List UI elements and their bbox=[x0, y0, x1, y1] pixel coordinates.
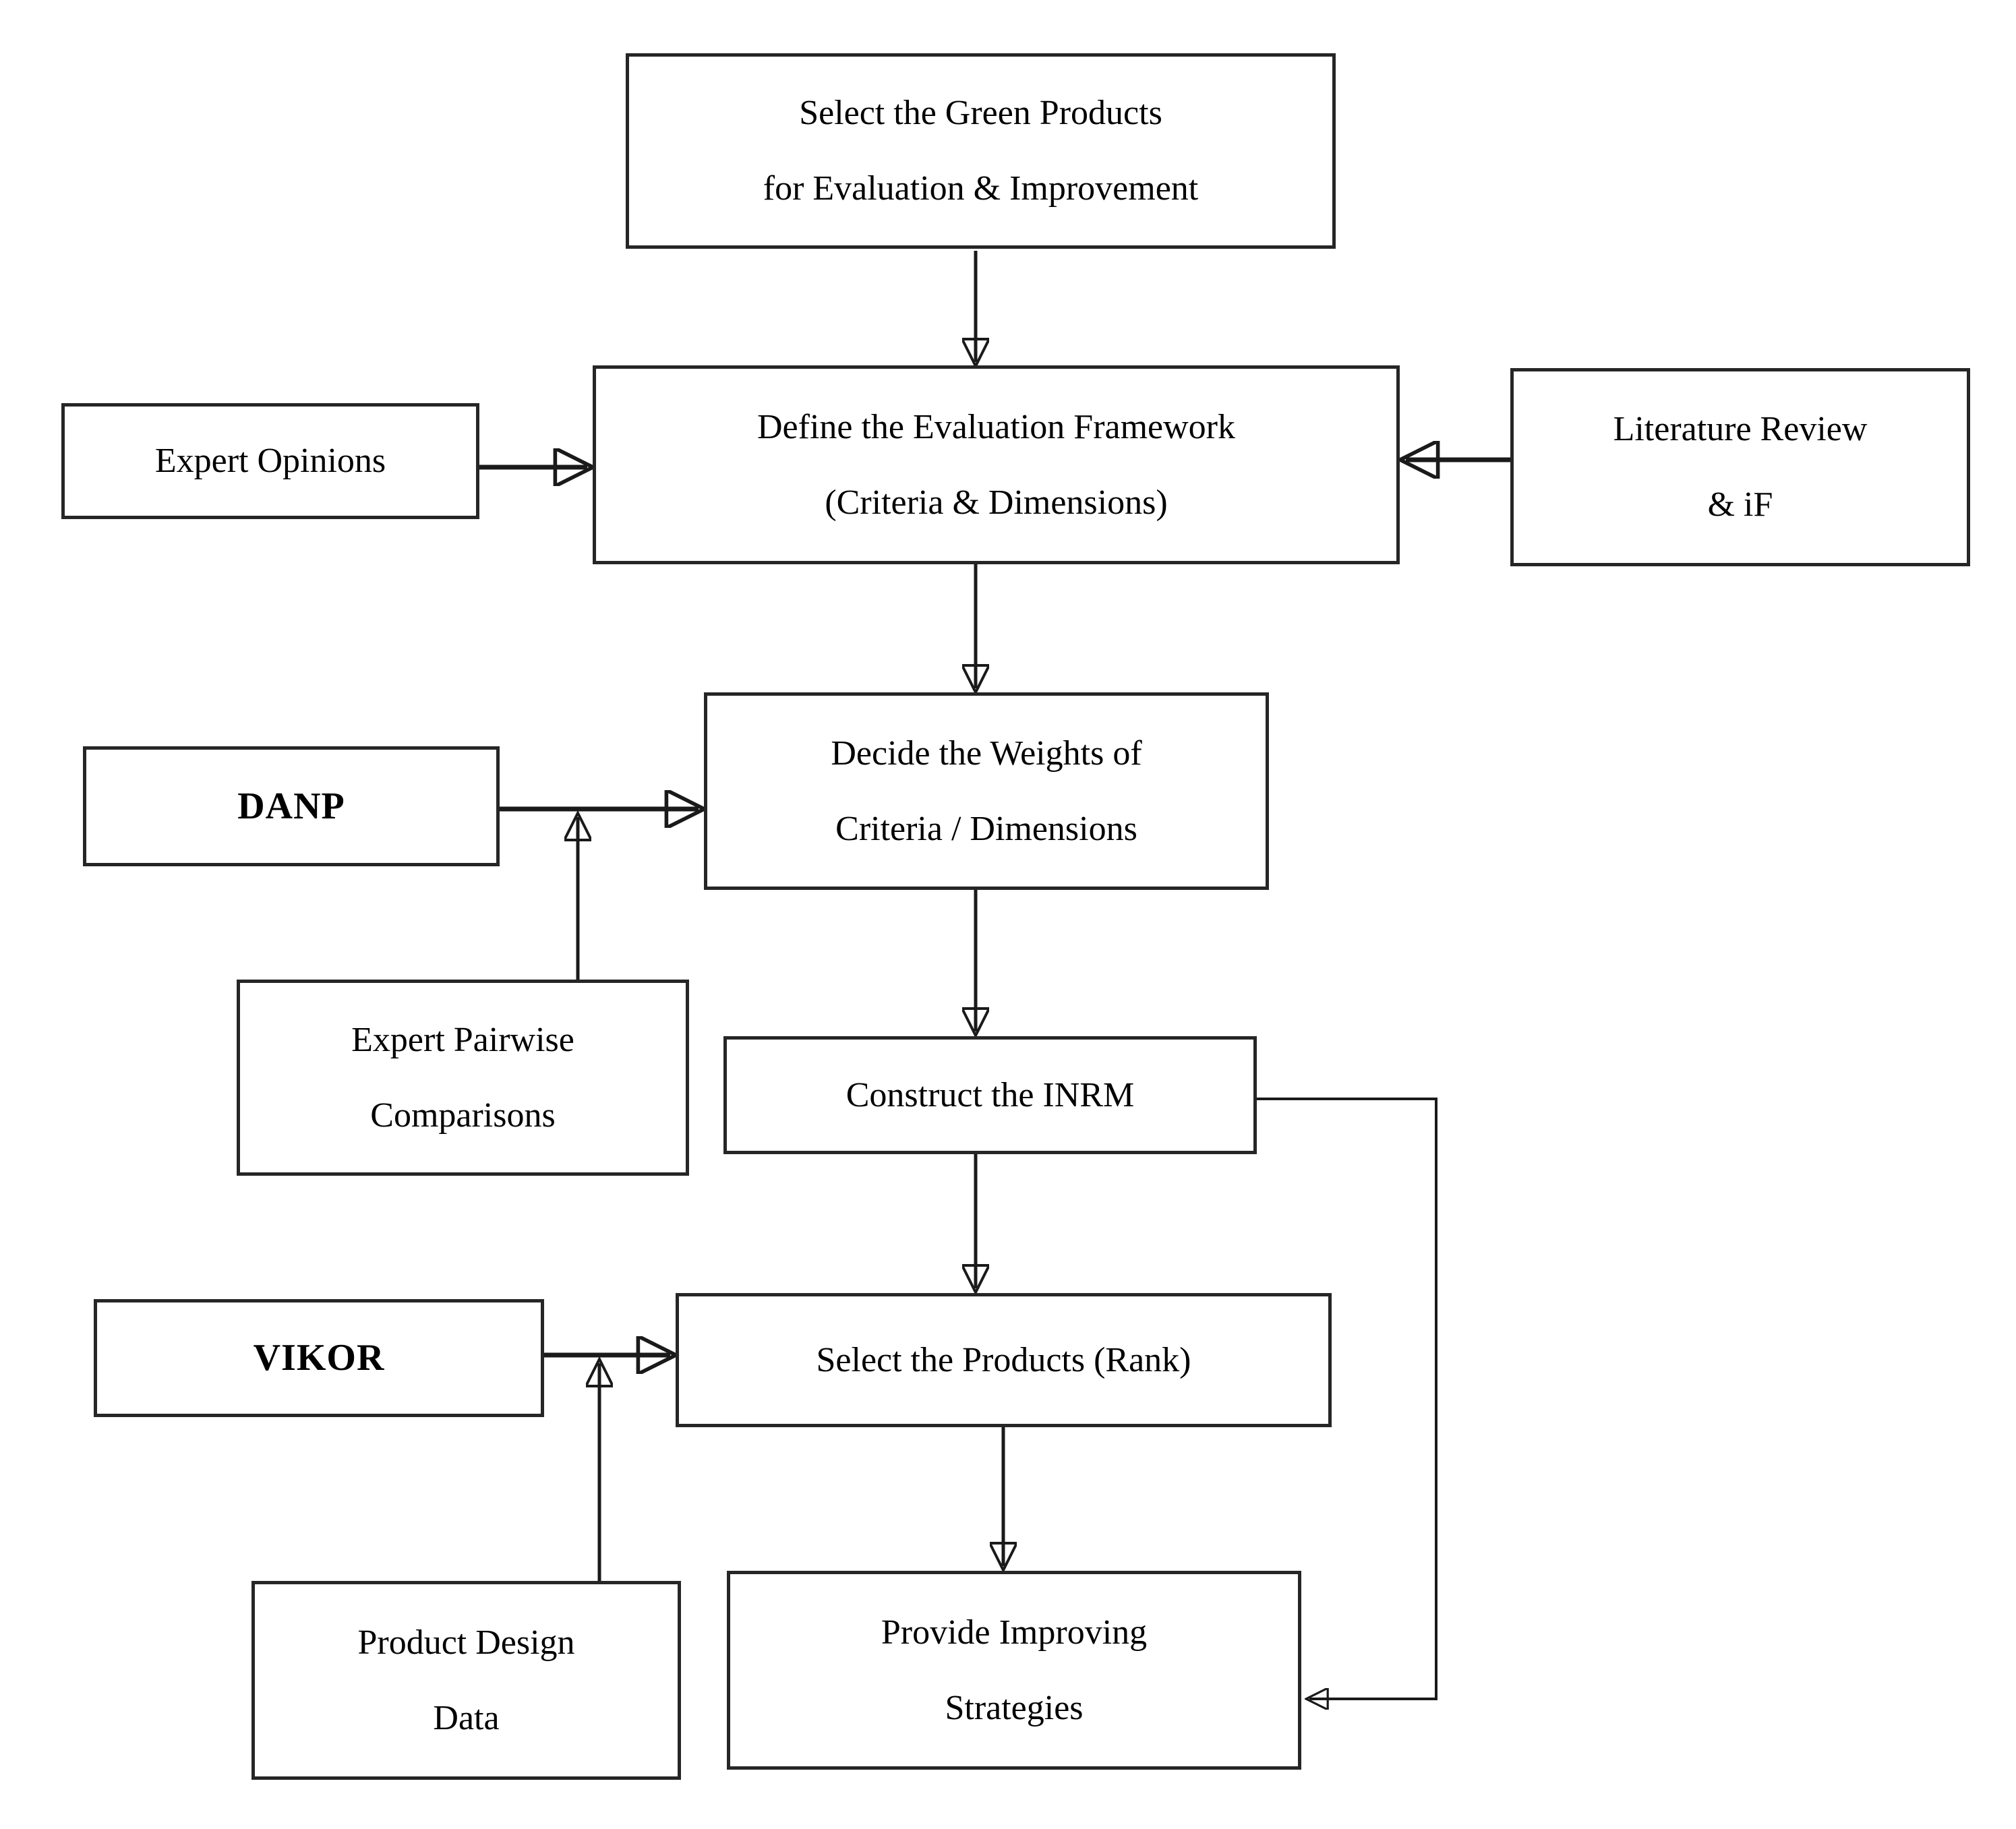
node-label: Decide the Weights of bbox=[831, 733, 1142, 773]
node-label: VIKOR bbox=[253, 1337, 385, 1379]
node-label: Select the Green Products bbox=[799, 94, 1162, 133]
node-define-evaluation-framework: Define the Evaluation Framework (Criteri… bbox=[593, 365, 1400, 564]
node-label: & iF bbox=[1707, 485, 1773, 524]
node-expert-opinions: Expert Opinions bbox=[61, 403, 479, 519]
node-label: (Criteria & Dimensions) bbox=[825, 483, 1168, 522]
node-construct-inrm: Construct the INRM bbox=[723, 1036, 1257, 1154]
arrow-construct-inrm-to-provide-strategies bbox=[1257, 1098, 1437, 1699]
node-label: Product Design bbox=[357, 1623, 575, 1662]
node-vikor: VIKOR bbox=[94, 1299, 544, 1417]
node-danp: DANP bbox=[83, 746, 500, 866]
node-label: DANP bbox=[237, 785, 345, 827]
node-select-products-rank: Select the Products (Rank) bbox=[676, 1293, 1332, 1427]
node-expert-pairwise-comparisons: Expert Pairwise Comparisons bbox=[237, 980, 689, 1176]
node-label: Select the Products (Rank) bbox=[816, 1340, 1191, 1379]
node-label: Literature Review bbox=[1613, 410, 1868, 449]
node-provide-improving-strategies: Provide Improving Strategies bbox=[727, 1571, 1301, 1770]
node-decide-weights: Decide the Weights of Criteria / Dimensi… bbox=[704, 692, 1269, 890]
node-label: Strategies bbox=[945, 1688, 1084, 1727]
node-label: Comparisons bbox=[370, 1096, 556, 1135]
node-select-green-products: Select the Green Products for Evaluation… bbox=[626, 53, 1336, 249]
node-label: Provide Improving bbox=[881, 1613, 1148, 1652]
node-label: Expert Pairwise bbox=[351, 1020, 574, 1059]
node-label: Data bbox=[433, 1698, 500, 1737]
node-label: Construct the INRM bbox=[846, 1075, 1135, 1114]
node-label: Expert Opinions bbox=[154, 442, 386, 481]
node-product-design-data: Product Design Data bbox=[251, 1581, 681, 1780]
node-label: Define the Evaluation Framework bbox=[757, 407, 1235, 446]
node-literature-review: Literature Review & iF bbox=[1510, 368, 1970, 566]
node-label: for Evaluation & Improvement bbox=[763, 169, 1199, 208]
node-label: Criteria / Dimensions bbox=[835, 809, 1137, 848]
